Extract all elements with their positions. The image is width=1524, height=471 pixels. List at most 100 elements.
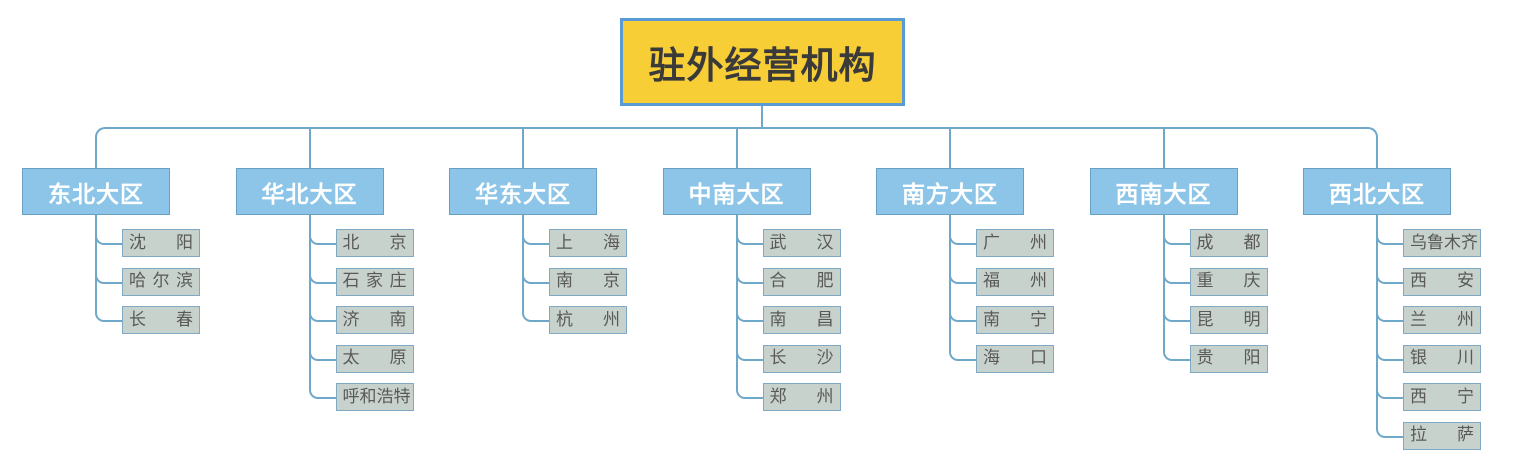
city-node[interactable]: 银川	[1403, 344, 1481, 373]
city-node-label: 哈尔滨	[129, 271, 193, 291]
city-node[interactable]: 杭州	[549, 306, 627, 334]
connector-city-run	[1172, 243, 1190, 245]
city-node[interactable]: 西宁	[1403, 383, 1481, 411]
region-node-4[interactable]: 中南大区	[662, 168, 811, 215]
city-node[interactable]: 南京	[549, 267, 627, 296]
city-node[interactable]: 拉萨	[1403, 421, 1481, 450]
connector-region-spine	[522, 215, 524, 311]
city-node[interactable]: 北京	[335, 229, 414, 257]
city-node-label: 海口	[983, 348, 1047, 368]
connector-city-elbow	[522, 234, 533, 245]
connector-city-run	[318, 320, 336, 322]
root-node[interactable]: 驻外经营机构	[620, 18, 905, 106]
connector-city-elbow	[735, 349, 747, 361]
connector-region-spine	[949, 215, 951, 350]
connector-city-run	[532, 243, 549, 245]
connector-city-run	[745, 320, 763, 322]
connector-region-spine	[95, 215, 97, 311]
city-node[interactable]: 上海	[549, 229, 627, 257]
connector-city-run	[318, 397, 336, 399]
city-node-label: 西宁	[1410, 386, 1474, 407]
city-node[interactable]: 济南	[335, 306, 414, 334]
city-node[interactable]: 石家庄	[335, 267, 414, 296]
connector-city-run	[1172, 281, 1190, 284]
city-node[interactable]: 太原	[335, 344, 414, 373]
connector-city-run	[745, 358, 763, 361]
connector-city-elbow	[735, 272, 747, 284]
city-node[interactable]: 海口	[976, 344, 1054, 373]
connector-city-elbow	[308, 272, 320, 284]
city-node[interactable]: 广州	[976, 229, 1054, 257]
connector-city-elbow	[1162, 234, 1174, 245]
region-node-label: 东北大区	[48, 181, 144, 208]
connector-city-elbow	[95, 311, 106, 322]
city-node[interactable]: 南宁	[976, 306, 1054, 334]
connector-city-run	[105, 320, 122, 322]
region-node-1[interactable]: 东北大区	[22, 168, 170, 215]
connector-city-elbow	[308, 349, 320, 361]
city-node[interactable]: 郑州	[762, 383, 841, 411]
connector-city-run	[959, 243, 976, 245]
city-node-label: 拉萨	[1410, 425, 1474, 445]
connector-city-run	[318, 281, 336, 284]
connector-region-drop	[308, 128, 311, 168]
connector-city-run	[1386, 243, 1403, 245]
root-node-label: 驻外经营机构	[648, 44, 877, 87]
city-node-label: 长沙	[769, 348, 834, 368]
connector-city-elbow	[735, 388, 747, 399]
city-node-label: 合肥	[769, 271, 834, 291]
connector-region-spine	[308, 215, 311, 388]
region-node-label: 南方大区	[902, 181, 998, 208]
city-node[interactable]: 兰州	[1403, 306, 1481, 334]
city-node-label: 长春	[129, 309, 193, 330]
connector-city-run	[1172, 358, 1190, 361]
city-node-label: 昆明	[1196, 309, 1261, 330]
city-node[interactable]: 西安	[1403, 267, 1481, 296]
connector-city-elbow	[949, 349, 960, 361]
city-node[interactable]: 乌鲁木齐	[1403, 229, 1481, 257]
city-node-label: 呼和浩特	[342, 386, 411, 407]
city-node-label: 乌鲁木齐	[1410, 232, 1478, 253]
city-node-label: 杭州	[556, 309, 620, 330]
region-node-6[interactable]: 西南大区	[1089, 168, 1238, 215]
city-node[interactable]: 昆明	[1189, 306, 1268, 334]
connector-city-elbow	[949, 272, 960, 284]
connector-city-run	[532, 281, 549, 284]
connector-city-elbow	[949, 311, 960, 322]
connector-region-spine	[1376, 215, 1378, 427]
city-node[interactable]: 长沙	[762, 344, 841, 373]
city-node[interactable]: 呼和浩特	[335, 383, 414, 411]
region-node-7[interactable]: 西北大区	[1303, 168, 1451, 215]
connector-city-elbow	[1162, 349, 1174, 361]
region-node-3[interactable]: 华东大区	[449, 168, 597, 215]
city-node-label: 太原	[342, 348, 407, 368]
city-node-label: 南昌	[769, 309, 834, 330]
connector-city-elbow	[1162, 311, 1174, 322]
city-node[interactable]: 成都	[1189, 229, 1268, 257]
connector-city-elbow	[308, 234, 320, 245]
city-node[interactable]: 哈尔滨	[122, 267, 200, 296]
connector-region-spine	[1162, 215, 1165, 350]
city-node-label: 贵阳	[1196, 348, 1261, 368]
city-node[interactable]: 武汉	[762, 229, 841, 257]
connector-bus	[95, 127, 1378, 168]
city-node-label: 北京	[342, 232, 407, 253]
connector-city-elbow	[735, 234, 747, 245]
city-node[interactable]: 长春	[122, 306, 200, 334]
region-node-label: 华北大区	[261, 181, 358, 208]
connector-city-run	[1386, 320, 1403, 322]
city-node[interactable]: 贵阳	[1189, 344, 1268, 373]
city-node-label: 成都	[1196, 232, 1261, 253]
connector-root-drop	[761, 106, 763, 128]
city-node-label: 兰州	[1410, 309, 1474, 330]
city-node[interactable]: 南昌	[762, 306, 841, 334]
city-node[interactable]: 福州	[976, 267, 1054, 296]
region-node-2[interactable]: 华北大区	[235, 168, 384, 215]
connector-city-elbow	[1162, 272, 1174, 284]
city-node[interactable]: 合肥	[762, 267, 841, 296]
connector-city-elbow	[735, 311, 747, 322]
region-node-5[interactable]: 南方大区	[876, 168, 1024, 215]
city-node[interactable]: 沈阳	[122, 229, 200, 257]
region-node-label: 西南大区	[1115, 181, 1212, 208]
city-node[interactable]: 重庆	[1189, 267, 1268, 296]
